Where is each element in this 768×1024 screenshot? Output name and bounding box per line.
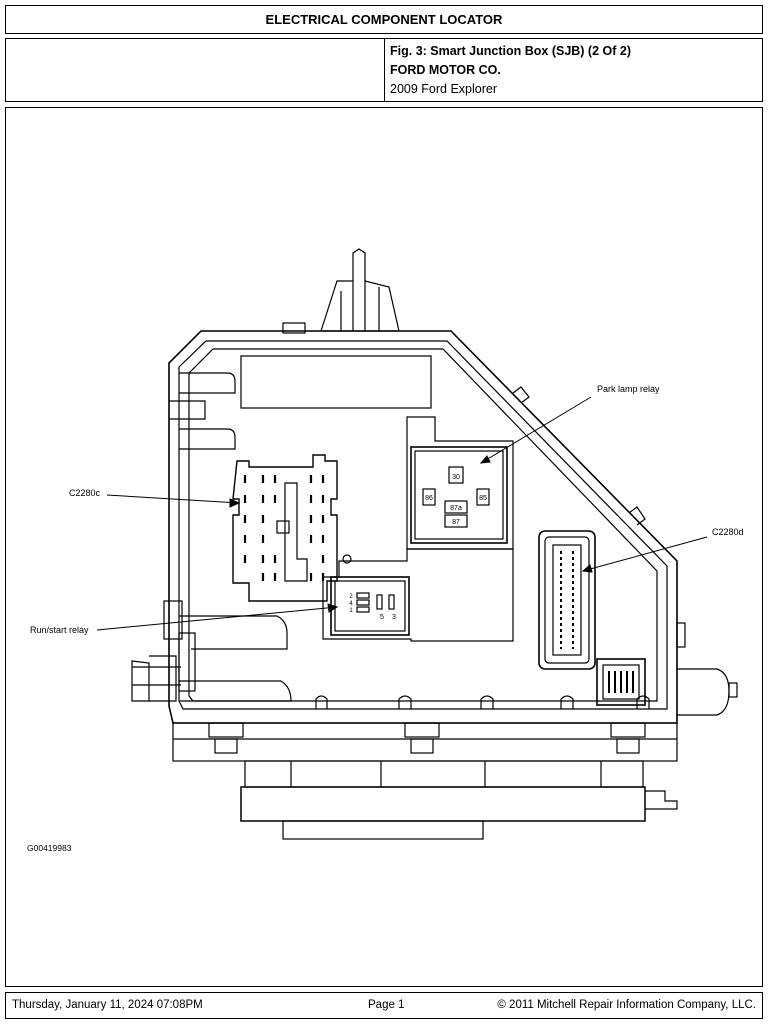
run-relay-pin-3: 3 [392,614,396,621]
figure-title: Fig. 3: Smart Junction Box (SJB) (2 Of 2… [390,44,631,58]
info-text: Fig. 3: Smart Junction Box (SJB) (2 Of 2… [390,42,631,99]
label-park-lamp-relay: Park lamp relay [597,384,660,394]
info-blank-cell [6,39,385,101]
run-relay-pin-4: 4 [349,601,353,607]
footer-date: Thursday, January 11, 2024 07:08PM [12,999,203,1011]
park-relay-pin-86: 86 [425,495,433,502]
park-relay-pin-30: 30 [452,474,460,481]
run-relay-pin-5: 5 [380,614,384,621]
park-lamp-relay: 30 86 85 87a 87 [406,416,514,550]
park-relay-pin-87a: 87a [450,505,462,512]
label-c2280d: C2280d [712,527,744,537]
small-connector [596,658,646,706]
label-c2280c: C2280c [69,488,101,498]
footer-page-number: Page 1 [368,999,405,1011]
leader-lines [96,396,708,631]
run-start-relay: 2 4 1 5 3 [322,548,514,642]
c2280d-connector [538,530,596,670]
top-connector [282,248,400,334]
c2280c-connector [232,454,352,602]
run-relay-pin-1: 1 [349,608,353,614]
park-relay-pin-85: 85 [479,495,487,502]
footer-copyright: © 2011 Mitchell Repair Information Compa… [497,999,756,1011]
manufacturer: FORD MOTOR CO. [390,63,501,77]
figure-panel: 30 86 85 87a 87 2 4 1 5 3 [5,107,763,987]
page-title: ELECTRICAL COMPONENT LOCATOR [265,12,503,27]
graphic-id: G00419983 [27,843,72,853]
diagram-labels: Park lamp relay C2280c C2280d Run/start … [27,384,744,853]
footer-bar: Thursday, January 11, 2024 07:08PM Page … [5,992,763,1019]
label-run-start-relay: Run/start relay [30,625,89,635]
park-relay-pin-87: 87 [452,519,460,526]
vehicle: 2009 Ford Explorer [390,82,498,96]
sjb-diagram: 30 86 85 87a 87 2 4 1 5 3 [27,248,744,853]
sjb-base [172,722,678,840]
run-relay-pin-2: 2 [349,594,353,600]
header-bar: ELECTRICAL COMPONENT LOCATOR [5,5,763,34]
info-panel: Fig. 3: Smart Junction Box (SJB) (2 Of 2… [5,38,763,102]
